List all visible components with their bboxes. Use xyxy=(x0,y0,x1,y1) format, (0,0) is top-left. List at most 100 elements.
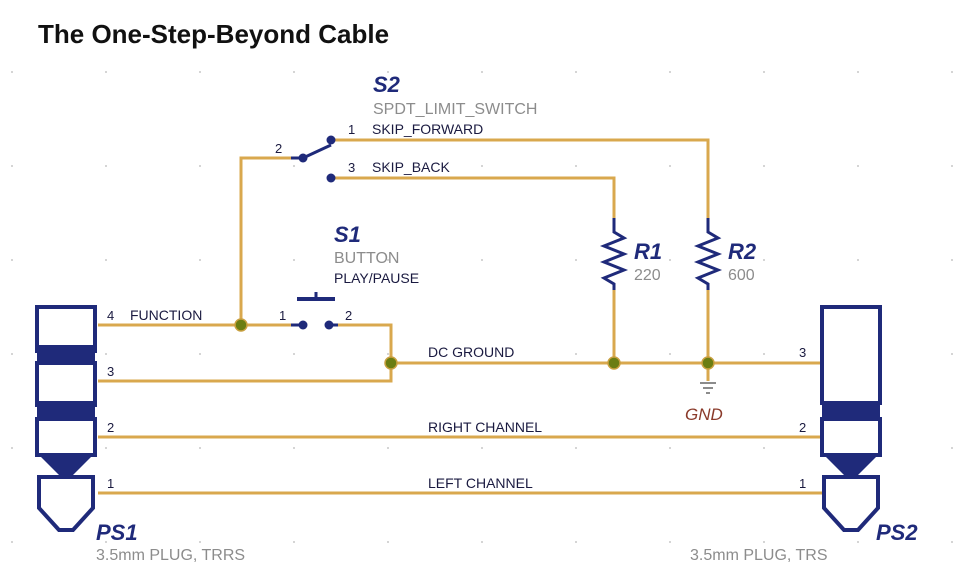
grid-dot xyxy=(669,165,671,167)
s1-type: BUTTON xyxy=(334,250,399,267)
grid-dot xyxy=(763,259,765,261)
grid-dot xyxy=(575,541,577,543)
switch-s2: 1 2 3 S2 SPDT_LIMIT_SWITCH xyxy=(275,72,537,183)
ps1-tip xyxy=(37,475,95,532)
ground-symbol: GND xyxy=(685,382,723,424)
ps1-insulator-3 xyxy=(37,453,95,475)
s2-contact-1 xyxy=(326,135,336,145)
ps2-tip xyxy=(822,475,880,532)
grid-dot xyxy=(199,447,201,449)
ps2-pin-1: 1 xyxy=(799,476,806,491)
grid-dot xyxy=(857,71,859,73)
s2-pin-3: 3 xyxy=(348,160,355,175)
grid-dot xyxy=(387,71,389,73)
ps1-ring-1 xyxy=(35,417,97,457)
wire-skip-forward xyxy=(331,138,710,218)
net-label-skip-forward: SKIP_FORWARD xyxy=(372,121,483,137)
grid-dot xyxy=(669,353,671,355)
ps1-pin-4: 4 xyxy=(107,308,114,323)
ps2-insulator-2 xyxy=(822,453,880,475)
grid-dot xyxy=(951,353,953,355)
junctions xyxy=(234,318,715,370)
ps2-refdes: PS2 xyxy=(876,520,918,545)
grid-dot xyxy=(857,259,859,261)
grid-dot xyxy=(481,541,483,543)
ps2-pin-3: 3 xyxy=(799,345,806,360)
grid-dots xyxy=(11,71,953,543)
ps1-type: 3.5mm PLUG, TRRS xyxy=(96,547,245,564)
grid-dot xyxy=(481,447,483,449)
grid-dot xyxy=(575,259,577,261)
junction-r2-ground xyxy=(701,356,715,370)
plug-ps2: 3 2 1 PS2 3.5mm PLUG, TRS xyxy=(690,305,918,564)
grid-dot xyxy=(951,71,953,73)
diagram-title: The One-Step-Beyond Cable xyxy=(38,19,389,49)
grid-dot xyxy=(105,165,107,167)
s2-refdes: S2 xyxy=(373,72,401,97)
grid-dot xyxy=(857,541,859,543)
grid-dot xyxy=(11,447,13,449)
s2-lever xyxy=(302,143,332,160)
grid-dot xyxy=(763,71,765,73)
r2-zigzag xyxy=(693,218,723,290)
grid-dot xyxy=(481,259,483,261)
grid-dot xyxy=(763,165,765,167)
r2-value: 600 xyxy=(728,267,755,284)
net-label-right-channel: RIGHT CHANNEL xyxy=(428,419,542,435)
grid-dot xyxy=(11,259,13,261)
net-label-dc-ground: DC GROUND xyxy=(428,344,514,360)
r1-value: 220 xyxy=(634,267,661,284)
grid-dot xyxy=(11,165,13,167)
s2-pin-1: 1 xyxy=(348,122,355,137)
grid-dot xyxy=(481,165,483,167)
grid-dot xyxy=(293,541,295,543)
s1-label: PLAY/PAUSE xyxy=(334,270,419,286)
grid-dot xyxy=(763,541,765,543)
grid-dot xyxy=(951,165,953,167)
grid-dot xyxy=(387,165,389,167)
grid-dot xyxy=(387,353,389,355)
grid-dot xyxy=(575,447,577,449)
wire-skip-back xyxy=(331,176,616,218)
s1-contact-1 xyxy=(298,320,308,330)
ps2-type: 3.5mm PLUG, TRS xyxy=(690,547,828,564)
grid-dot xyxy=(951,259,953,261)
grid-dot xyxy=(951,541,953,543)
ps1-ring-2 xyxy=(35,361,97,407)
wire-s1-to-ground xyxy=(329,323,393,363)
ps1-pin-3: 3 xyxy=(107,364,114,379)
net-label-function: FUNCTION xyxy=(130,307,202,323)
net-label-left-channel: LEFT CHANNEL xyxy=(428,475,533,491)
grid-dot xyxy=(105,353,107,355)
grid-dot xyxy=(481,71,483,73)
grid-dot xyxy=(387,259,389,261)
grid-dot xyxy=(951,447,953,449)
grid-dot xyxy=(575,71,577,73)
ps1-insulator-1 xyxy=(37,345,95,365)
junction-r1-ground xyxy=(607,356,621,370)
net-label-skip-back: SKIP_BACK xyxy=(372,159,450,175)
resistor-r1: R1 220 xyxy=(599,218,662,290)
grid-dot xyxy=(857,165,859,167)
s1-contact-2 xyxy=(324,320,334,330)
grid-dot xyxy=(105,259,107,261)
s1-pin-2: 2 xyxy=(345,308,352,323)
grid-dot xyxy=(481,353,483,355)
grid-dot xyxy=(199,259,201,261)
grid-dot xyxy=(575,165,577,167)
wire-s2-common xyxy=(239,156,291,325)
net-labels: SKIP_FORWARD SKIP_BACK FUNCTION DC GROUN… xyxy=(130,121,542,491)
grid-dot xyxy=(387,447,389,449)
grid-dot xyxy=(763,353,765,355)
grid-dot xyxy=(575,353,577,355)
grid-dot xyxy=(11,541,13,543)
ps2-pin-2: 2 xyxy=(799,420,806,435)
plug-ps1: 4 3 2 1 PS1 3.5mm PLUG, TRRS xyxy=(35,305,245,564)
grid-dot xyxy=(293,353,295,355)
grid-dot xyxy=(669,71,671,73)
s2-contact-3 xyxy=(326,173,336,183)
ps2-sleeve xyxy=(820,305,882,405)
grid-dot xyxy=(293,71,295,73)
grid-dot xyxy=(11,71,13,73)
